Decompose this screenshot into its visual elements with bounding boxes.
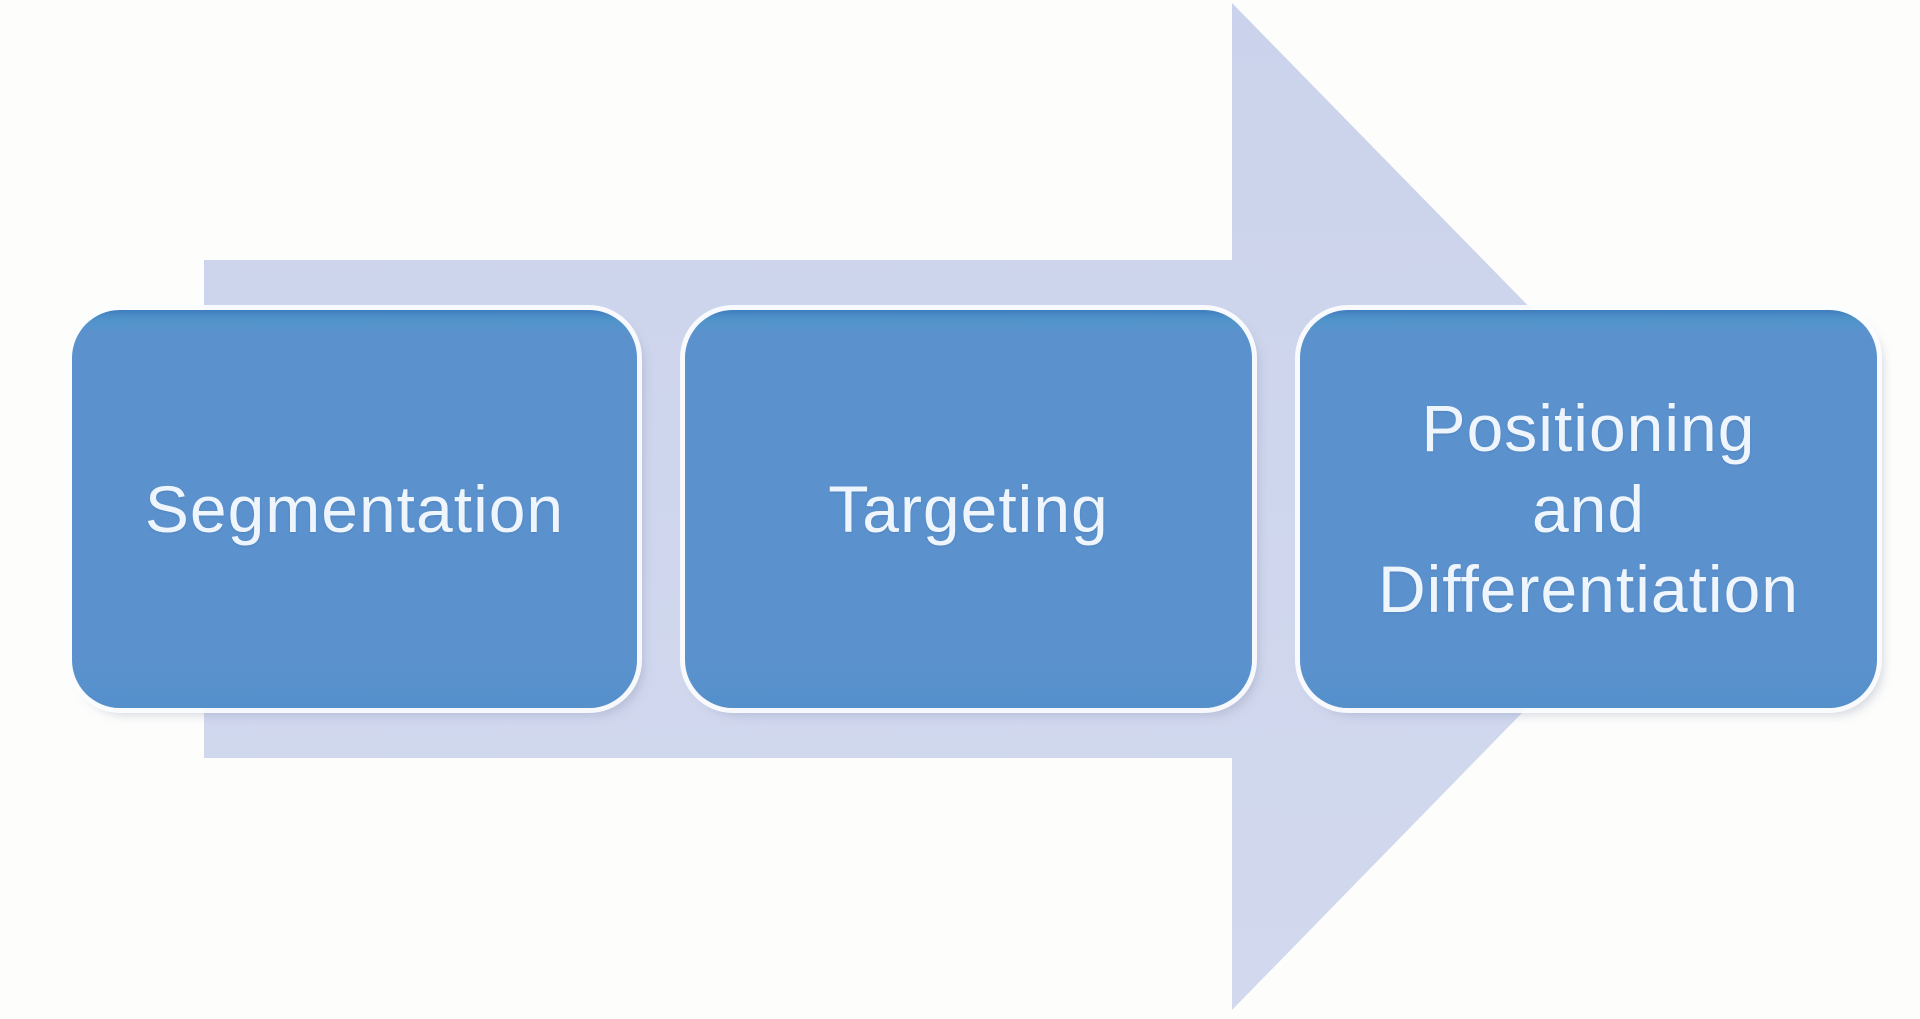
step-label-line-2: and	[1531, 471, 1646, 546]
step-label-line-3: Differentiation	[1377, 552, 1800, 627]
step-label-segmentation: Segmentation	[144, 471, 565, 546]
step-box-targeting: Targeting	[685, 310, 1252, 708]
step-label-targeting: Targeting	[828, 471, 1109, 546]
step-label-positioning-differentiation: Positioning and Differentiation	[1378, 388, 1799, 630]
step-box-positioning-differentiation: Positioning and Differentiation	[1300, 310, 1877, 708]
step-box-segmentation: Segmentation	[72, 310, 637, 708]
step-label-line-1: Positioning	[1421, 391, 1756, 466]
